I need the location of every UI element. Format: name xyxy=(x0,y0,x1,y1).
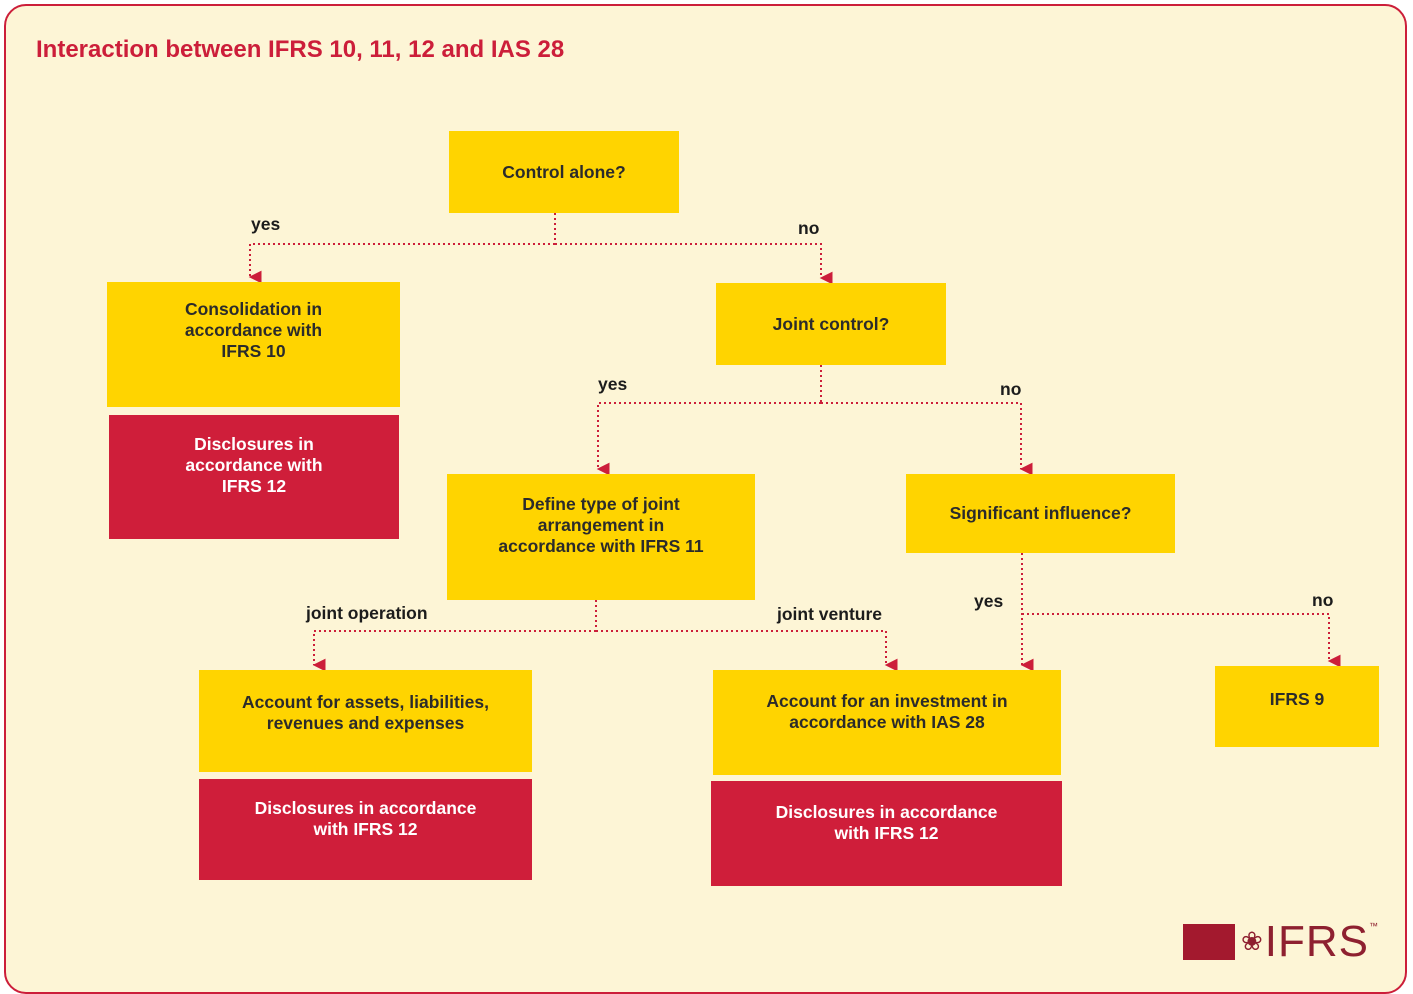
connector-control-yes xyxy=(248,243,555,284)
node-disclosures-ifrs12-c: Disclosures in accordance with IFRS 12 xyxy=(711,781,1062,886)
node-significant-influence-text: Significant influence? xyxy=(949,503,1132,523)
node-account-investment-text: Account for an investment in accordance … xyxy=(766,690,1008,732)
logo-bar xyxy=(1183,923,1235,960)
node-account-assets-text: Account for assets, liabilities, revenue… xyxy=(241,692,490,733)
node-disclosures-ifrs12-a-text: Disclosures in accordance with IFRS 12 xyxy=(185,433,323,496)
node-consolidation: Consolidation in accordance with IFRS 10 xyxy=(107,282,400,407)
node-joint-control: Joint control? xyxy=(716,283,946,365)
connector-joint-operation xyxy=(312,630,596,672)
node-joint-control-text: Joint control? xyxy=(772,313,890,334)
diagram-title: Interaction between IFRS 10, 11, 12 and … xyxy=(36,36,565,63)
node-ifrs9-text: IFRS 9 xyxy=(1269,689,1325,709)
label-joint-no: no xyxy=(1000,379,1022,399)
node-disclosures-ifrs12-b: Disclosures in accordance with IFRS 12 xyxy=(199,779,532,880)
node-disclosures-ifrs12-c-text: Disclosures in accordance with IFRS 12 xyxy=(775,801,998,843)
connector-influence-no xyxy=(1022,613,1341,668)
label-influence-no: no xyxy=(1312,590,1334,610)
connector-lines xyxy=(248,213,1341,672)
node-control-alone-text: Control alone? xyxy=(502,161,626,182)
label-joint-yes: yes xyxy=(598,374,628,394)
node-ifrs9: IFRS 9 xyxy=(1215,666,1379,747)
node-significant-influence: Significant influence? xyxy=(906,474,1175,553)
connector-control-no xyxy=(555,243,833,285)
label-influence-yes: yes xyxy=(974,591,1004,611)
label-control-no: no xyxy=(798,218,820,238)
node-disclosures-ifrs12-a: Disclosures in accordance with IFRS 12 xyxy=(109,415,399,539)
logo-text: IFRS xyxy=(1264,916,1370,966)
label-joint-operation: joint operation xyxy=(306,603,428,623)
node-control-alone: Control alone? xyxy=(449,131,679,213)
label-joint-venture: joint venture xyxy=(777,604,883,624)
connector-joint-no xyxy=(821,402,1033,476)
connector-joint-yes xyxy=(596,402,821,476)
label-control-yes: yes xyxy=(251,214,281,234)
node-define-type: Define type of joint arrangement in acco… xyxy=(447,474,755,600)
flower-icon: ❀ xyxy=(1241,926,1263,956)
node-consolidation-text: Consolidation in accordance with IFRS 10 xyxy=(184,299,323,361)
node-define-type-text: Define type of joint arrangement in acco… xyxy=(498,493,704,556)
node-account-investment: Account for an investment in accordance … xyxy=(713,670,1061,775)
node-disclosures-ifrs12-b-text: Disclosures in accordance with IFRS 12 xyxy=(254,797,477,839)
connector-joint-venture xyxy=(596,630,898,672)
node-account-assets: Account for assets, liabilities, revenue… xyxy=(199,670,532,772)
ifrs-logo: ❀ IFRS ™ xyxy=(1183,913,1383,970)
logo-trademark: ™ xyxy=(1369,921,1379,931)
